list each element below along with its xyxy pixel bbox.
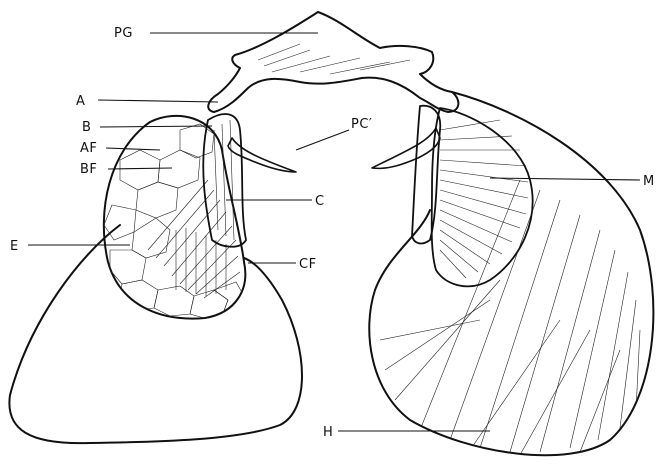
left-fin [104,116,245,319]
label-bf: BF [80,162,97,177]
label-m: M [643,174,655,189]
pectoral-girdle [208,12,458,112]
left-basal-cartilage [203,114,246,247]
label-cf: CF [299,257,317,272]
label-af: AF [80,141,97,156]
label-h: H [323,425,333,440]
label-pc: PC′ [351,117,372,132]
right-fin-rays [432,108,533,286]
left-procoracoid [228,138,296,172]
label-pg: PG [114,26,133,41]
label-a: A [76,94,85,109]
label-b: B [82,120,91,135]
leader-lines [28,33,640,431]
label-e: E [10,239,19,254]
left-membrane-outline [9,225,302,443]
right-procoracoid [372,128,440,168]
label-c: C [315,194,325,209]
